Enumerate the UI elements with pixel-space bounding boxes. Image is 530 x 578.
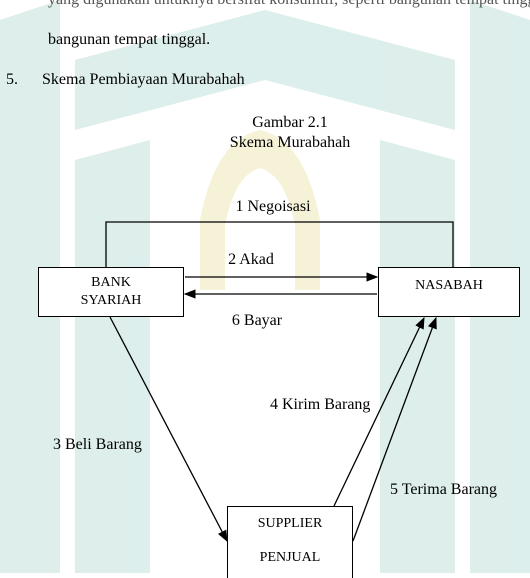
node-bank-label-line2: SYARIAH — [80, 293, 142, 309]
node-nasabah-label: NASABAH — [415, 278, 483, 293]
edge-label-kirim-barang: 4 Kirim Barang — [270, 396, 371, 413]
node-supplier-label-line2: PENJUAL — [259, 550, 321, 566]
paragraph-line: bangunan tempat tinggal. — [48, 31, 211, 48]
edge-label-beli-barang: 3 Beli Barang — [53, 436, 142, 453]
figure-caption: Skema Murabahah — [229, 134, 351, 151]
terima-barang-arrow — [352, 316, 437, 542]
beli-barang-arrow — [109, 316, 228, 543]
node-supplier-penjual: SUPPLIER PENJUAL — [227, 506, 353, 578]
edge-label-negoisasi: 1 Negoisasi — [235, 198, 311, 215]
section-title: Skema Pembiayaan Murabahah — [42, 71, 245, 88]
node-nasabah: NASABAH — [378, 267, 520, 317]
edge-label-akad: 2 Akad — [228, 251, 274, 268]
node-supplier-label-line1: SUPPLIER — [257, 516, 323, 531]
figure-label: Gambar 2.1 — [252, 114, 328, 131]
paragraph-cutoff-line: yang digunakan untuknya bersifat konsumt… — [48, 0, 530, 8]
node-bank-label-line1: BANK — [91, 275, 131, 290]
node-bank-syariah: BANK SYARIAH — [38, 267, 184, 317]
edge-label-bayar: 6 Bayar — [231, 312, 283, 329]
kirim-barang-arrow — [333, 316, 425, 507]
section-number: 5. — [6, 71, 18, 88]
negoisasi-line — [105, 221, 454, 267]
edge-label-terima-barang: 5 Terima Barang — [390, 481, 497, 498]
